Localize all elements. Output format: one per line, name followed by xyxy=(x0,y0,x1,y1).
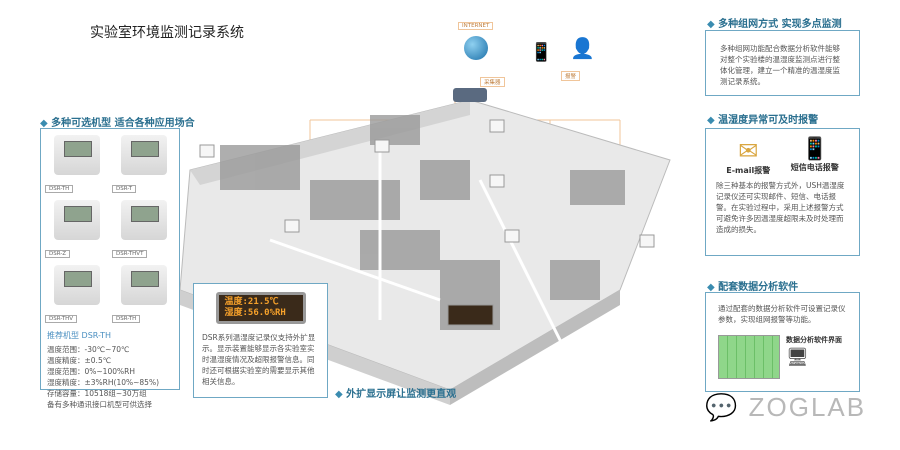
software-panel: 通过配套的数据分析软件可设置记录仪参数，实现组网报警等功能。 数据分析软件界面 … xyxy=(705,292,860,392)
alarm-panel: ✉E-mail报警 📱短信电话报警 除三种基本的报警方式外，USH温湿度记录仪还… xyxy=(705,128,860,256)
gateway-label: 采集器 xyxy=(480,77,505,87)
spec-line: 存储容量：10518组~30万组 xyxy=(47,389,147,398)
logger-device-icon xyxy=(120,265,167,305)
watermark-text: ZOGLAB xyxy=(748,392,867,422)
gateway-device-icon xyxy=(453,88,487,102)
display-description: DSR系列温湿度记录仪支持外扩显示。显示装置能够显示各实验室实时温湿度情况及超限… xyxy=(202,333,316,386)
logger-device-icon xyxy=(53,265,100,305)
logger-device-icon xyxy=(120,200,167,240)
model-label: DSR-TH xyxy=(112,315,141,323)
zoglab-watermark: 💬 ZOGLAB xyxy=(705,392,866,423)
person-icon: 👤 xyxy=(570,36,595,60)
spec-line: 温度范围：-30℃~70℃ xyxy=(47,345,130,354)
spec-line: 湿度精度：±3%RH(10%~85%) xyxy=(47,378,160,387)
software-label: 数据分析软件界面 xyxy=(786,336,842,344)
logger-device-icon xyxy=(120,135,167,175)
model-label: DSR-TH xyxy=(45,185,74,193)
alarm-heading: 温湿度异常可及时报警 xyxy=(707,111,818,126)
alarm-label: 报警 xyxy=(561,71,581,81)
model-label: DSR-T xyxy=(112,185,137,193)
model-label: DSR-THVT xyxy=(112,250,148,258)
display-panel: 温度:21.5℃ 湿度:56.0%RH DSR系列温湿度记录仪支持外扩显示。显示… xyxy=(193,283,328,398)
alarm-description: 除三种基本的报警方式外，USH温湿度记录仪还可实现邮件、短信、电话报警。在实验过… xyxy=(716,181,845,234)
software-description: 通过配套的数据分析软件可设置记录仪参数，实现组网报警等功能。 xyxy=(718,304,846,324)
email-alarm-label: E-mail报警 xyxy=(726,166,771,175)
globe-icon xyxy=(464,36,488,60)
phone-alarm-icon: 📱 xyxy=(801,137,829,162)
computer-icon: 🖥 xyxy=(786,347,809,368)
recommended-model: 推荐机型 DSR-TH xyxy=(47,331,112,340)
logger-device-icon xyxy=(53,135,100,175)
internet-label: INTERNET xyxy=(458,22,494,30)
software-heading: 配套数据分析软件 xyxy=(707,278,798,293)
model-label: DSR-Z xyxy=(45,250,71,258)
led-display: 温度:21.5℃ 湿度:56.0%RH xyxy=(215,292,306,324)
led-line: 温度:21.5℃ xyxy=(224,297,279,307)
wechat-icon: 💬 xyxy=(705,392,740,422)
led-line: 湿度:56.0%RH xyxy=(224,308,286,318)
spec-line: 湿度范围：0%~100%RH xyxy=(47,367,135,376)
model-label: DSR-THV xyxy=(45,315,78,323)
spec-line: 温度精度：±0.5℃ xyxy=(47,356,112,365)
models-panel: DSR-TH DSR-T DSR-Z DSR-THVT DSR-THV DSR-… xyxy=(40,128,180,409)
mobile-phone-icon: 📱 xyxy=(530,42,553,63)
logger-device-icon xyxy=(53,200,100,240)
display-caption: 外扩显示屏让监测更直观 xyxy=(335,385,456,400)
network-heading: 多种组网方式 实现多点监测 xyxy=(707,15,841,30)
network-description: 多种组网功能配合数据分析软件能够对整个实验楼的温湿度监测点进行整体化管理，建立一… xyxy=(720,44,840,86)
email-envelope-icon: ✉ xyxy=(738,137,759,165)
sms-alarm-label: 短信电话报警 xyxy=(790,163,839,172)
page-title: 实验室环境监测记录系统 xyxy=(90,25,244,41)
models-heading: 多种可选机型 适合各种应用场合 xyxy=(40,114,194,129)
spec-line: 备有多种通讯接口机型可供选择 xyxy=(47,400,152,409)
software-screenshot xyxy=(718,335,780,379)
network-panel: 多种组网功能配合数据分析软件能够对整个实验楼的温湿度监测点进行整体化管理，建立一… xyxy=(705,30,860,96)
